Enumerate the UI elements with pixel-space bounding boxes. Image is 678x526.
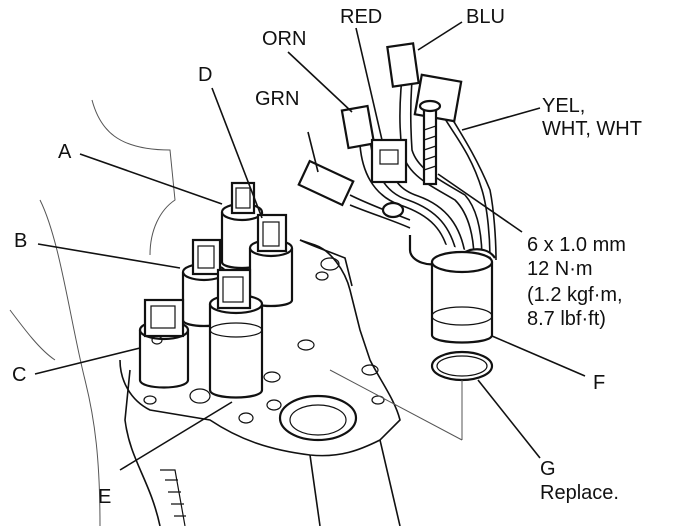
solenoid-c [138,298,190,389]
label-e: E [98,486,112,508]
label-d: D [198,64,213,86]
label-red: RED [340,6,383,28]
label-yel: YEL, [542,95,586,117]
label-grn: GRN [255,88,300,110]
wire-harness [297,42,497,441]
label-blu: BLU [466,6,505,28]
label-b: B [14,230,28,252]
label-orn: ORN [262,28,307,50]
transmission-housing [9,99,401,526]
label-g: G [540,458,556,480]
label-wht: WHT, WHT [542,118,642,140]
label-c: C [12,364,27,386]
bolt-spec-torque-lbfft: 8.7 lbf·ft) [527,308,606,330]
bolt-spec-torque-nm: 12 N·m [527,258,593,280]
bolt-spec-torque-kgfm: (1.2 kgf·m, [527,284,623,306]
label-f: F [593,372,606,394]
label-a: A [58,141,72,163]
solenoid-e [208,268,264,399]
bolt-spec-size: 6 x 1.0 mm [527,234,626,256]
solenoid-d [248,213,294,308]
leader-lines [34,21,586,471]
label-g-note: Replace. [540,482,619,504]
